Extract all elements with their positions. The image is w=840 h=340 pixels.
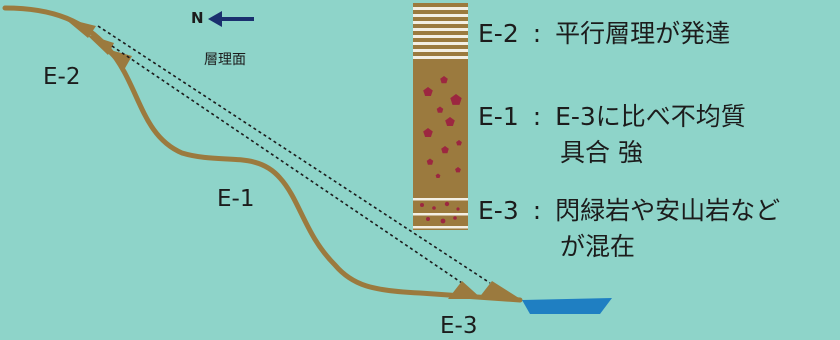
e3-clast-6 <box>440 218 446 224</box>
bedding-line-3 <box>413 21 468 24</box>
unit-label-e2: E-2 <box>43 64 81 90</box>
clast-2 <box>423 87 433 96</box>
e3-clast-2 <box>432 206 436 210</box>
e2-outcrop-step-3 <box>103 48 132 70</box>
e1-clasts <box>423 76 462 178</box>
bedding-line-7 <box>413 49 468 52</box>
legend-e1-unit: E-1 <box>478 102 519 131</box>
clast-11 <box>435 173 441 178</box>
legend-e3-unit: E-3 <box>478 196 519 225</box>
clast-3 <box>450 94 462 105</box>
e3-band-2 <box>413 213 468 216</box>
e3-outcrop-step-1 <box>448 281 482 299</box>
e3-clast-1 <box>420 203 424 207</box>
clast-6 <box>423 128 433 137</box>
e3-clast-7 <box>453 216 457 220</box>
bedding-line-5 <box>413 35 468 38</box>
unit-label-e1: E-1 <box>217 186 255 212</box>
clast-10 <box>455 167 461 173</box>
legend-e2: E-2 : 平行層理が発達 <box>478 17 730 51</box>
clast-7 <box>456 140 462 146</box>
e3-outcrop-step-2 <box>478 281 522 300</box>
e3-band-1 <box>413 198 468 201</box>
e2-parallel-bedding-lines <box>413 7 468 59</box>
clast-1 <box>440 76 448 84</box>
bedding-line-8 <box>413 56 468 59</box>
legend-e3: E-3 : 閃緑岩や安山岩など <box>478 194 780 228</box>
e3-mixed-bed <box>413 198 468 229</box>
legend-e3-line1: 閃緑岩や安山岩など <box>555 196 781 225</box>
bedding-line-2 <box>413 14 468 17</box>
unit-label-e3: E-3 <box>440 313 478 339</box>
legend-e1: E-1 : E-3に比べ不均質 <box>478 100 746 134</box>
water-body <box>522 298 612 314</box>
bedding-plane-line-upper <box>97 25 491 284</box>
legend-e1-separator: : <box>532 102 542 131</box>
bedding-line-4 <box>413 28 468 31</box>
bedding-plane-label: 層理面 <box>204 52 246 68</box>
clast-8 <box>441 146 449 154</box>
bedding-plane-line-lower <box>111 45 463 284</box>
legend-e2-unit: E-2 <box>478 19 519 48</box>
e3-band-3 <box>413 226 468 229</box>
legend-e3-separator: : <box>532 196 542 225</box>
bedding-line-6 <box>413 42 468 45</box>
clast-4 <box>436 106 444 113</box>
legend-e2-text: 平行層理が発達 <box>555 19 731 48</box>
stratigraphic-column <box>413 3 468 230</box>
clast-9 <box>426 158 434 165</box>
e3-clast-3 <box>444 201 450 207</box>
e2-outcrop-step-1 <box>64 18 96 38</box>
legend-e3-line2: が混在 <box>560 232 636 261</box>
legend-e1-line2: 具合 強 <box>560 138 643 167</box>
e3-clast-5 <box>426 217 430 221</box>
column-body <box>413 3 468 230</box>
clast-5 <box>445 117 455 126</box>
legend-e1-line1: E-3に比べ不均質 <box>555 102 746 131</box>
e3-clast-4 <box>456 207 460 211</box>
legend-e2-separator: : <box>532 19 542 48</box>
north-label: N <box>191 9 204 27</box>
bedding-line-1 <box>413 7 468 10</box>
north-arrow-icon <box>208 11 254 27</box>
